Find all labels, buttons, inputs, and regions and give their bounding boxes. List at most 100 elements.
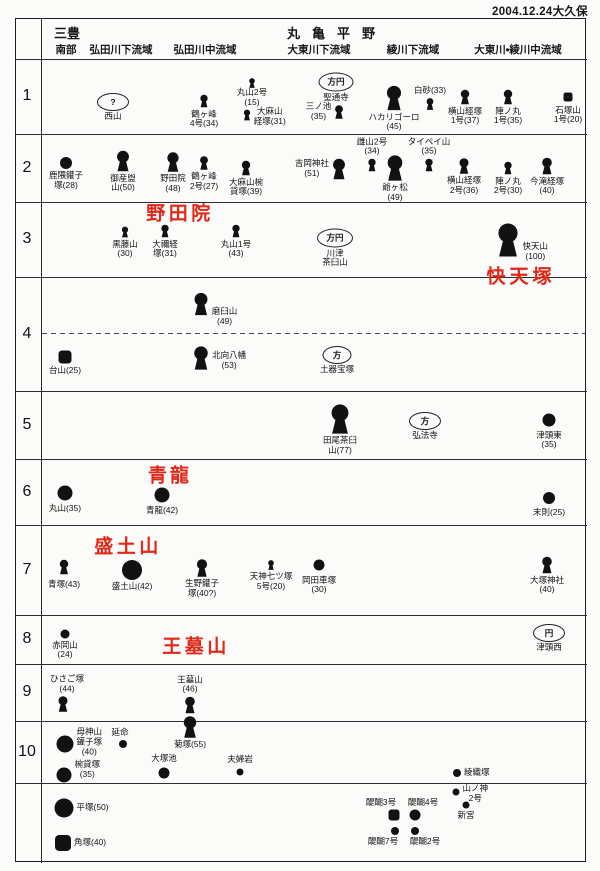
tomb-label: 丸山(35) xyxy=(48,502,82,513)
tomb-label: 野田院 (48) xyxy=(160,173,186,193)
tomb-label: 末則(25) xyxy=(532,507,566,517)
tomb-label: ハカリゴーロ (45) xyxy=(368,111,420,132)
keyhole-tomb-icon xyxy=(58,696,68,712)
keyhole-tomb-icon xyxy=(387,155,403,181)
row-separator-line xyxy=(15,459,587,460)
annotation-3: 青龍 xyxy=(147,465,193,487)
keyhole-tomb-icon xyxy=(161,224,169,238)
round-tomb-icon xyxy=(57,485,73,501)
tomb-shape-mark: 円 xyxy=(544,627,554,638)
row-separator-line xyxy=(15,721,587,722)
tomb-label: 土器宝塚 xyxy=(319,364,355,374)
row-separator-line xyxy=(15,615,587,616)
keyhole-tomb-icon xyxy=(542,157,552,175)
keyhole-tomb-icon xyxy=(335,105,343,119)
row-separator-line xyxy=(15,202,587,203)
tomb-label: 津頭西 xyxy=(536,642,562,652)
round-tomb-icon xyxy=(56,735,74,753)
tomb-label: 丸山1号 (43) xyxy=(220,238,252,259)
tomb-label: 鹿隈鑵子 塚(28) xyxy=(48,170,84,190)
round-tomb-icon xyxy=(542,413,556,427)
date-note: 2004.12.24大久保 xyxy=(492,6,588,18)
tomb-label: 鶴ヶ峰 2号(27) xyxy=(189,171,219,191)
round-tomb-icon xyxy=(313,559,325,571)
table-frame xyxy=(15,18,586,862)
row-separator-line xyxy=(15,134,587,135)
tomb-label: 椀貸塚 (35) xyxy=(74,759,101,779)
tomb-label: 延命 xyxy=(111,727,129,738)
column-header-1: 南部 xyxy=(55,44,77,56)
keyhole-tomb-icon xyxy=(200,156,208,170)
tomb-label: 鶴ヶ峰 4号(34) xyxy=(189,108,219,129)
tomb-label: 横山経塚 2号(36) xyxy=(446,175,482,195)
tomb-label: 大塚池 xyxy=(151,752,177,763)
keyhole-tomb-icon xyxy=(504,161,512,175)
row-number-4: 4 xyxy=(22,325,32,342)
keyhole-tomb-icon xyxy=(426,98,434,110)
keyhole-tomb-icon xyxy=(121,226,129,238)
dot-site-icon xyxy=(453,769,461,777)
tomb-label: 母神山 鑵子塚 (40) xyxy=(76,726,103,756)
keyhole-tomb-icon xyxy=(241,160,251,176)
annotation-5: 王墓山 xyxy=(162,636,230,658)
column-header-2: 弘田川下流域 xyxy=(89,44,153,56)
round-tomb-icon xyxy=(543,492,555,504)
tomb-label: 石塚山 1号(20) xyxy=(553,104,583,125)
row4-dashed-divider xyxy=(42,333,586,334)
tomb-label: 弘法寺 xyxy=(412,430,438,440)
tomb-label: 夫婦岩 xyxy=(227,753,253,764)
round-tomb-icon xyxy=(60,157,72,169)
dot-site-icon xyxy=(236,768,244,776)
tomb-label: 丸山2号 (15) xyxy=(236,87,268,107)
tomb-shape-mark: ? xyxy=(110,96,116,107)
tomb-label: 醍醐2号 xyxy=(409,836,441,846)
tomb-label: 盛土山(42) xyxy=(111,581,153,591)
row-separator-line xyxy=(15,391,587,392)
tomb-label: 青龍(42) xyxy=(145,504,179,515)
tomb-label: 横山經塚 1号(37) xyxy=(447,105,483,126)
dot-site-icon xyxy=(462,801,470,809)
tomb-label: 爺ヶ松 (49) xyxy=(382,182,408,202)
tomb-label: 岡田車塚 (30) xyxy=(301,574,337,595)
lost-tomb-outline-icon: 方 xyxy=(409,412,441,430)
tomb-label: 平塚(50) xyxy=(76,802,109,813)
keyhole-tomb-icon xyxy=(59,559,69,575)
dot-site-icon xyxy=(391,827,399,835)
tomb-label: 白砂(33) xyxy=(413,85,447,96)
square-tomb-icon xyxy=(388,809,400,821)
tomb-label: 雌山2号 (34) xyxy=(356,135,388,156)
tomb-shape-mark: 方 xyxy=(332,349,342,360)
lost-tomb-outline-icon: 方円 xyxy=(318,72,354,92)
tomb-label: 台山(25) xyxy=(48,364,82,375)
tomb-label: 今滝経塚 (40) xyxy=(529,175,565,196)
keyhole-tomb-icon xyxy=(542,556,552,574)
tomb-label: 菊塚(55) xyxy=(173,739,207,749)
column-header-3: 弘田川中流域 xyxy=(173,44,237,56)
keyhole-tomb-icon xyxy=(459,158,469,174)
lost-tomb-outline-icon: 方 xyxy=(322,346,352,364)
row-number-5: 5 xyxy=(22,416,32,433)
tomb-label: 青塚(43) xyxy=(47,578,81,589)
annotation-4: 盛土山 xyxy=(94,536,162,558)
dot-site-icon xyxy=(119,740,127,748)
keyhole-tomb-icon xyxy=(503,89,513,105)
column-header-4: 大東川下流域 xyxy=(287,44,351,56)
row-number-7: 7 xyxy=(22,561,32,578)
keyhole-tomb-icon xyxy=(331,404,349,434)
dot-site-icon xyxy=(60,629,70,639)
tomb-label: 新宮 xyxy=(457,809,475,820)
round-tomb-icon xyxy=(154,487,170,503)
row-number-6: 6 xyxy=(22,483,32,500)
keyhole-tomb-icon xyxy=(200,94,208,108)
round-tomb-icon xyxy=(56,767,72,783)
tomb-label: 御産盥 山(50) xyxy=(110,172,136,193)
tomb-label: 三ノ池 (35) xyxy=(305,101,332,121)
keyhole-tomb-icon xyxy=(167,152,179,172)
tomb-label: 津頭東 (35) xyxy=(536,429,562,450)
row-number-8: 8 xyxy=(22,630,32,647)
lost-tomb-outline-icon: 円 xyxy=(533,624,565,642)
row-separator-line xyxy=(15,664,587,665)
keyhole-tomb-icon xyxy=(333,158,345,180)
row-number-3: 3 xyxy=(22,230,32,247)
